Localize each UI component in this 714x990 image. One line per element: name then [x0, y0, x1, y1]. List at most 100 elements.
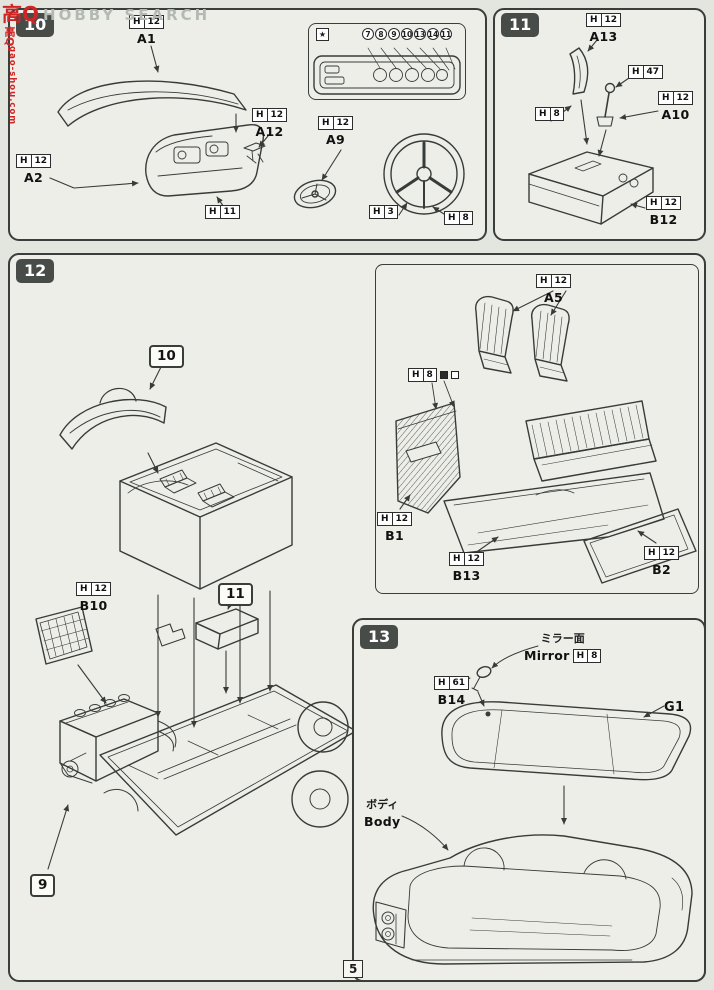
gauge-number: 14 — [427, 28, 439, 40]
watermark-logo: 高Q HOBBY SEARCH — [2, 3, 210, 27]
paint-letter: H — [438, 678, 446, 688]
paint-letter: H — [381, 514, 389, 524]
paint-chip-dark — [439, 371, 448, 379]
paint-number: 12 — [600, 14, 621, 26]
paint-letter: H — [632, 67, 640, 77]
paint-number: 12 — [672, 92, 693, 104]
star-icon: ★ — [318, 30, 327, 39]
step10-illustration — [49, 45, 465, 222]
paint-letter: H — [448, 213, 456, 223]
paint-number: 12 — [266, 109, 287, 121]
step12-illustration — [35, 290, 697, 870]
body-label: ボディ Body — [364, 796, 400, 829]
paint-number: 12 — [90, 583, 111, 595]
part-code: B10 — [79, 598, 108, 613]
star-marker: ★ — [316, 28, 329, 41]
part-code: B1 — [385, 528, 404, 543]
part-code: A2 — [24, 170, 44, 185]
paint-letter: H — [539, 109, 547, 119]
step11-illustration — [528, 39, 659, 225]
gauge-number-row: 7 8 9 10 13 14 11 — [362, 28, 452, 40]
paint-number: 12 — [550, 275, 571, 287]
gauge-number: 10 — [401, 28, 413, 40]
paint-chip-light — [450, 371, 459, 379]
paint-number: 12 — [658, 547, 679, 559]
part-code: B2 — [652, 562, 671, 577]
gauge-number: 8 — [375, 28, 387, 40]
paint-letter: H — [80, 584, 88, 594]
part-code: B14 — [437, 692, 466, 707]
part-code: A1 — [137, 31, 157, 46]
step13-illustration — [372, 645, 693, 965]
paint-number: 12 — [143, 16, 164, 28]
paint-number: 8 — [549, 108, 563, 120]
mirror-label-jp: ミラー面 — [540, 632, 585, 645]
mirror-label-en: Mirror — [524, 648, 570, 663]
paint-number: 12 — [332, 117, 353, 129]
paint-letter: H — [209, 207, 217, 217]
part-code: A13 — [589, 29, 618, 44]
step11-badge: 11 — [501, 13, 540, 37]
paint-letter: H — [133, 17, 141, 27]
watermark-vertical-logo: 高Q — [3, 26, 16, 47]
watermark-logo-text: HOBBY SEARCH — [43, 6, 211, 24]
paint-number: 8 — [458, 212, 472, 224]
part-code: B13 — [452, 568, 481, 583]
paint-letter: H — [412, 370, 420, 380]
paint-letter: H — [256, 110, 264, 120]
page-number-value: 5 — [349, 962, 358, 976]
watermark-logo-cn: 高Q — [2, 2, 40, 26]
paint-number: 8 — [587, 649, 600, 662]
part-code: G1 — [664, 700, 685, 715]
step12-detail-inset — [375, 264, 699, 594]
page-number: 5 — [343, 960, 364, 978]
part-code: A9 — [326, 132, 346, 147]
watermark-vertical-url: gao-shou.com — [7, 46, 17, 126]
gauge-number: 13 — [414, 28, 426, 40]
paint-letter: H — [648, 548, 656, 558]
ref-badge-assembly-10: 10 — [149, 345, 184, 368]
paint-letter: H — [662, 93, 670, 103]
step10-cluster-inset — [308, 23, 466, 100]
part-code: B12 — [649, 212, 678, 227]
gauge-number: 7 — [362, 28, 374, 40]
paint-number: 8 — [422, 369, 436, 381]
paint-number: 12 — [463, 553, 484, 565]
paint-letter: H — [590, 15, 598, 25]
step13-badge: 13 — [360, 625, 399, 649]
body-label-jp: ボディ — [366, 798, 399, 811]
paint-letter: H — [540, 276, 548, 286]
paint-number: 12 — [391, 513, 412, 525]
paint-number: 12 — [660, 197, 681, 209]
paint-letter: H — [20, 156, 28, 166]
